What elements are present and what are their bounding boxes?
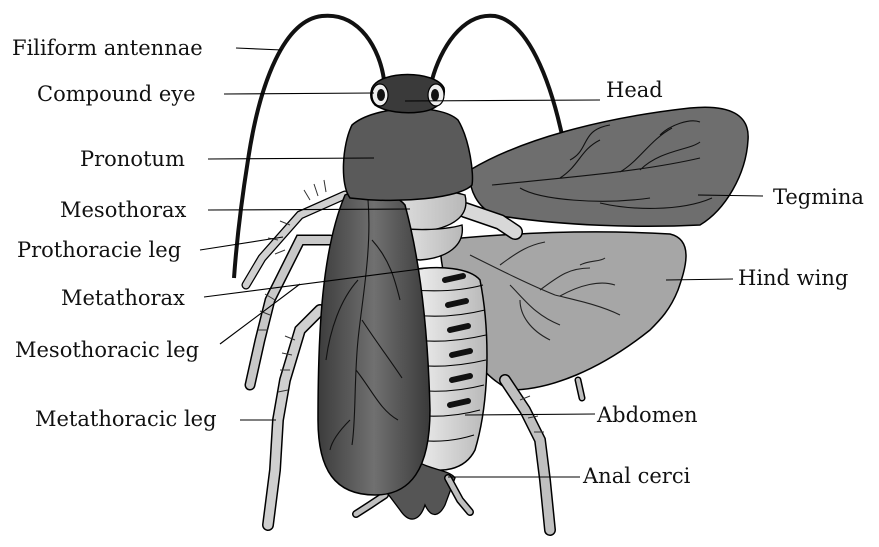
label-anal-cerci: Anal cerci: [583, 466, 690, 487]
tegmina-wing: [470, 107, 748, 226]
label-head: Head: [606, 80, 663, 101]
label-prothoracic-leg: Prothoracie leg: [17, 240, 181, 261]
label-abdomen: Abdomen: [597, 405, 698, 426]
left-tegmen: [318, 192, 430, 495]
label-compound-eye: Compound eye: [37, 84, 196, 105]
label-mesothorax: Mesothorax: [60, 200, 186, 221]
label-hind-wing: Hind wing: [738, 268, 848, 289]
label-pronotum: Pronotum: [80, 149, 185, 170]
label-metathorax: Metathorax: [61, 288, 185, 309]
label-metathoracic-leg: Metathoracic leg: [35, 409, 217, 430]
label-filiform-antennae: Filiform antennae: [12, 38, 203, 59]
label-tegmina: Tegmina: [773, 187, 864, 208]
pronotum-shape: [343, 109, 472, 201]
head-shape: [371, 75, 445, 113]
label-mesothoracic-leg: Mesothoracic leg: [15, 340, 199, 361]
